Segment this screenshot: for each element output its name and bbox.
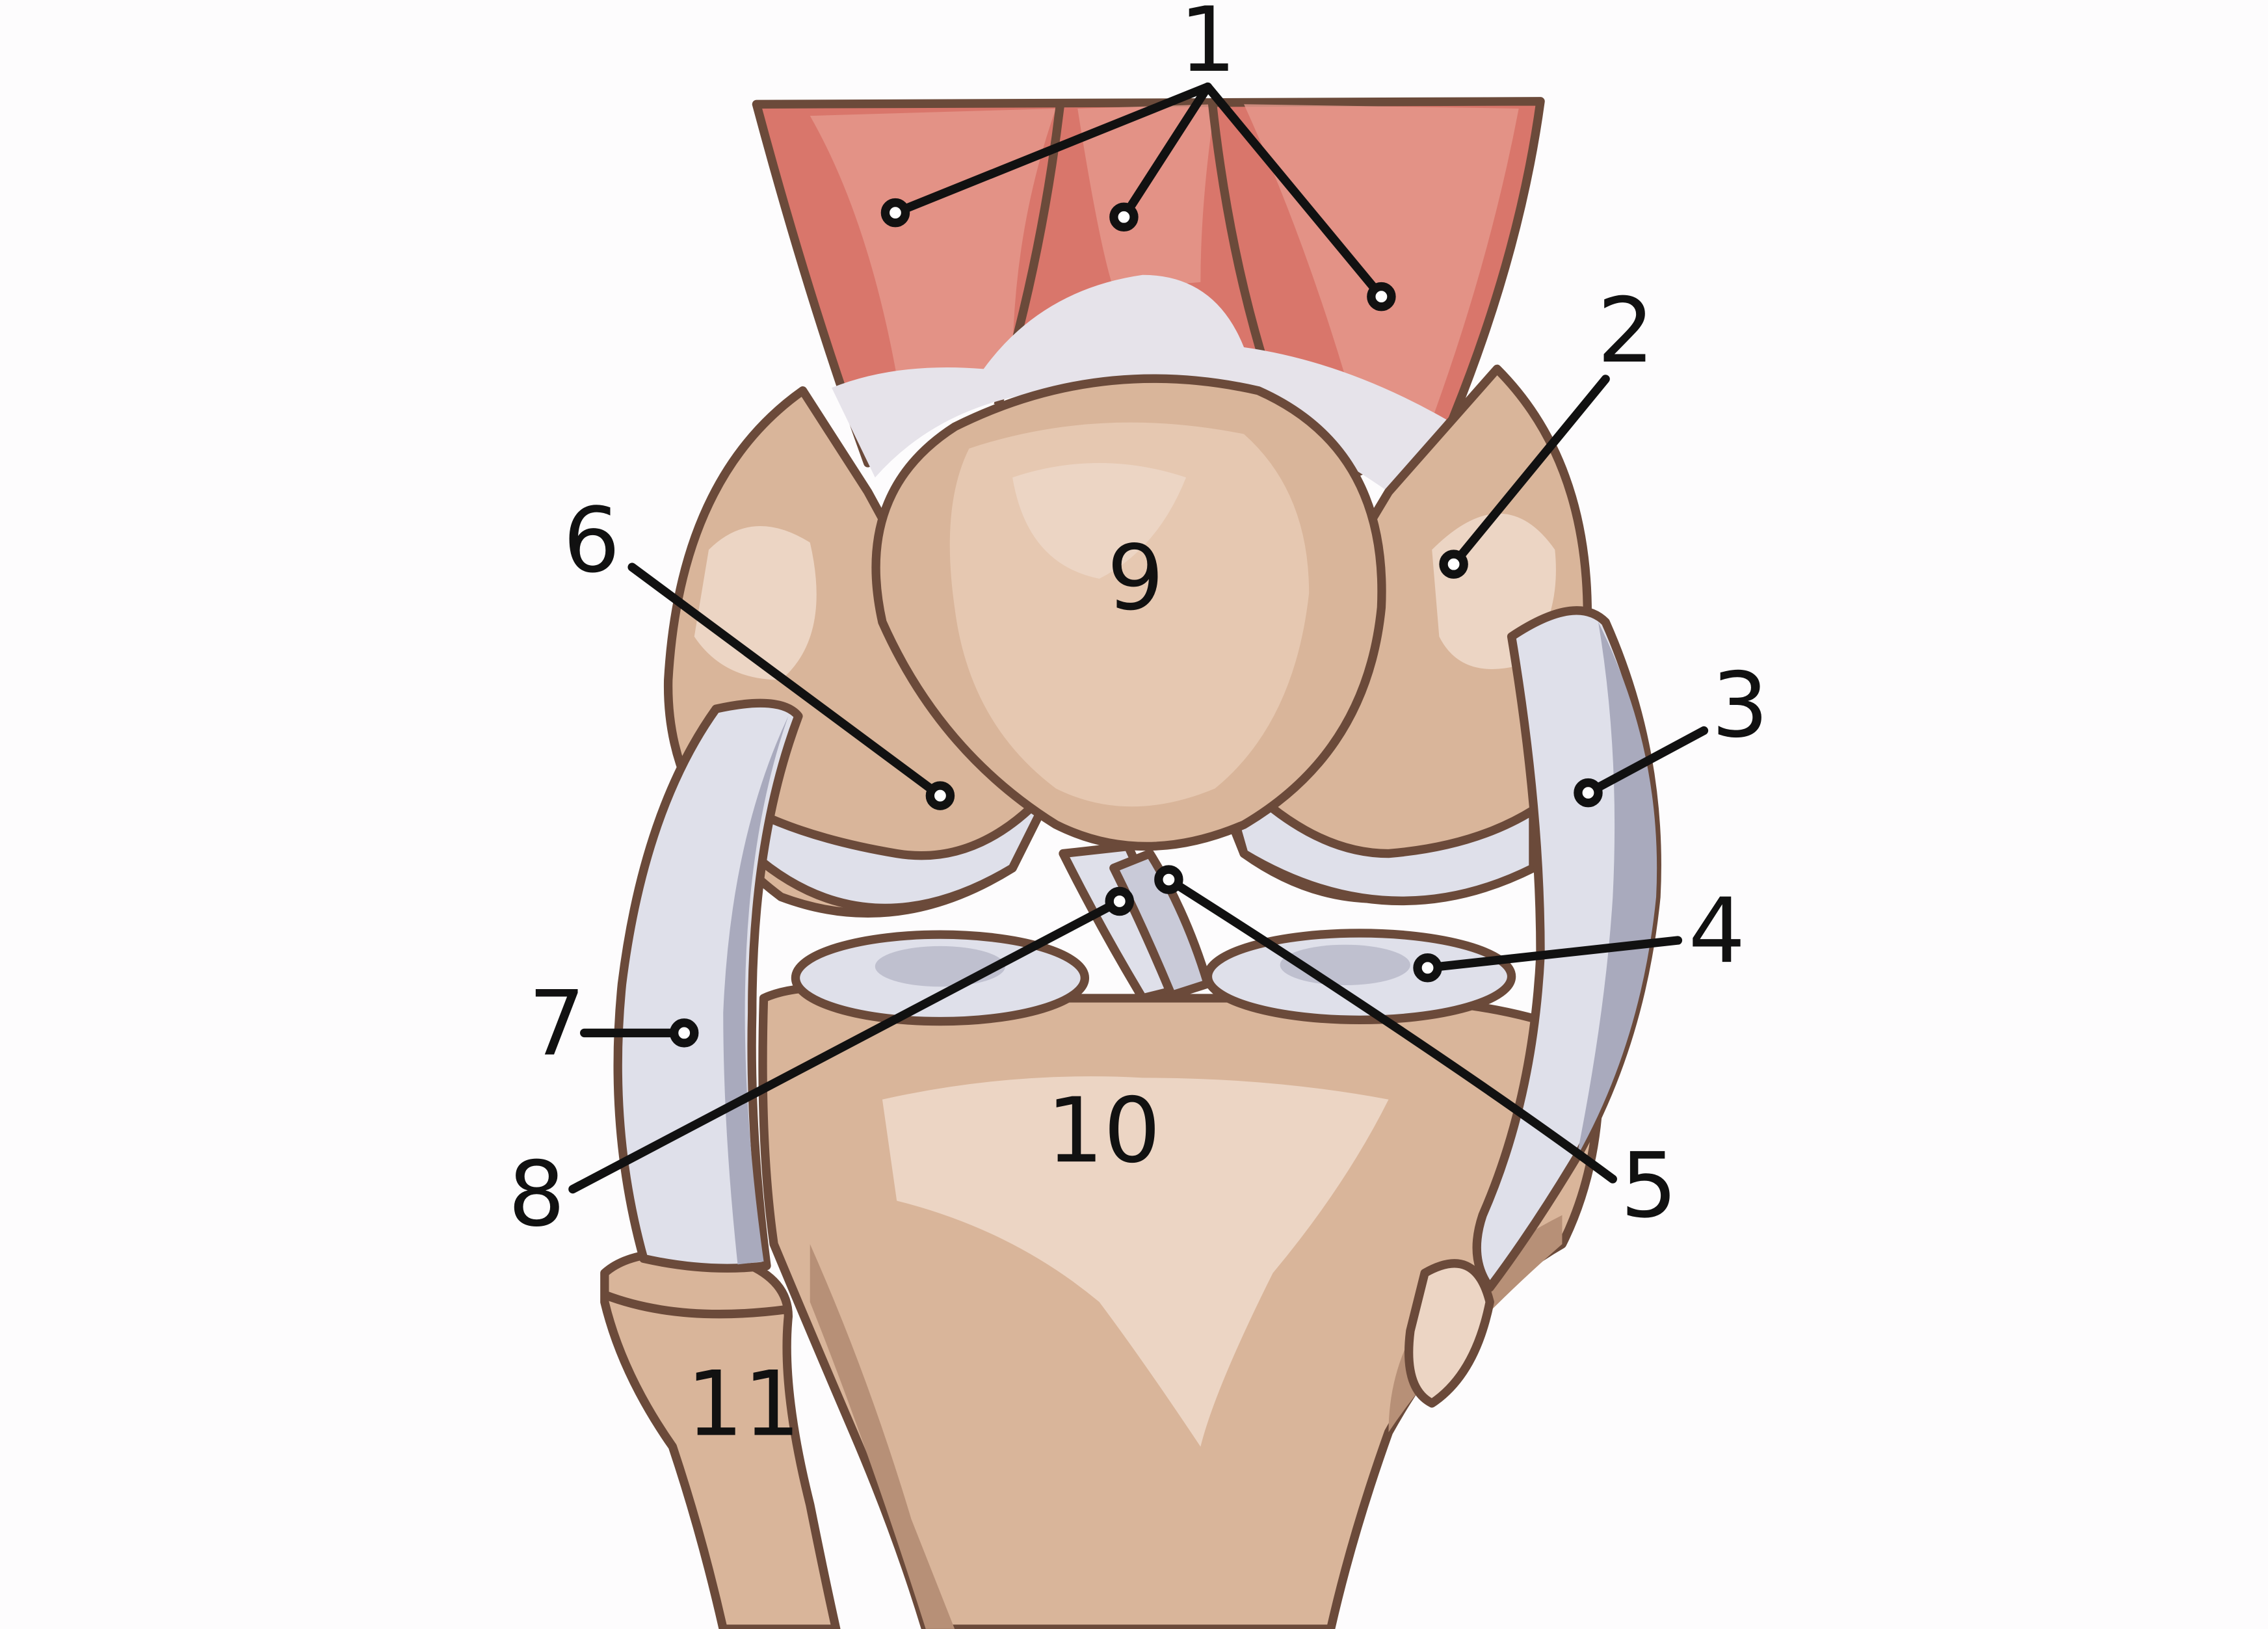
medial-collateral-ligament xyxy=(613,698,803,1273)
marker-dot xyxy=(925,781,955,810)
marker-dot xyxy=(1105,886,1134,916)
marker-dot xyxy=(1109,202,1139,232)
marker-dot xyxy=(1154,865,1183,894)
marker-dot xyxy=(1413,953,1442,983)
marker-dot xyxy=(880,198,910,228)
label-6: 6 xyxy=(563,488,620,593)
quadriceps-muscle-group xyxy=(752,97,1545,492)
marker-dot xyxy=(669,1018,699,1048)
label-1: 1 xyxy=(1180,0,1237,92)
label-2: 2 xyxy=(1597,278,1654,383)
label-5: 5 xyxy=(1620,1133,1678,1238)
label-9: 9 xyxy=(1107,525,1164,630)
label-11: 11 xyxy=(687,1352,800,1457)
leader-lines xyxy=(568,82,1709,1194)
label-10: 10 xyxy=(1047,1078,1161,1183)
marker-dot xyxy=(1439,550,1468,579)
patella xyxy=(871,374,1386,851)
label-3: 3 xyxy=(1711,653,1769,758)
label-8: 8 xyxy=(508,1142,565,1247)
number-labels: 1 2 3 4 5 6 7 8 9 10 11 xyxy=(508,0,1769,1457)
label-7: 7 xyxy=(529,972,586,1076)
leader-dots xyxy=(669,198,1603,1048)
marker-dot xyxy=(1367,282,1396,311)
label-4: 4 xyxy=(1689,879,1746,983)
marker-dot xyxy=(1574,778,1603,808)
